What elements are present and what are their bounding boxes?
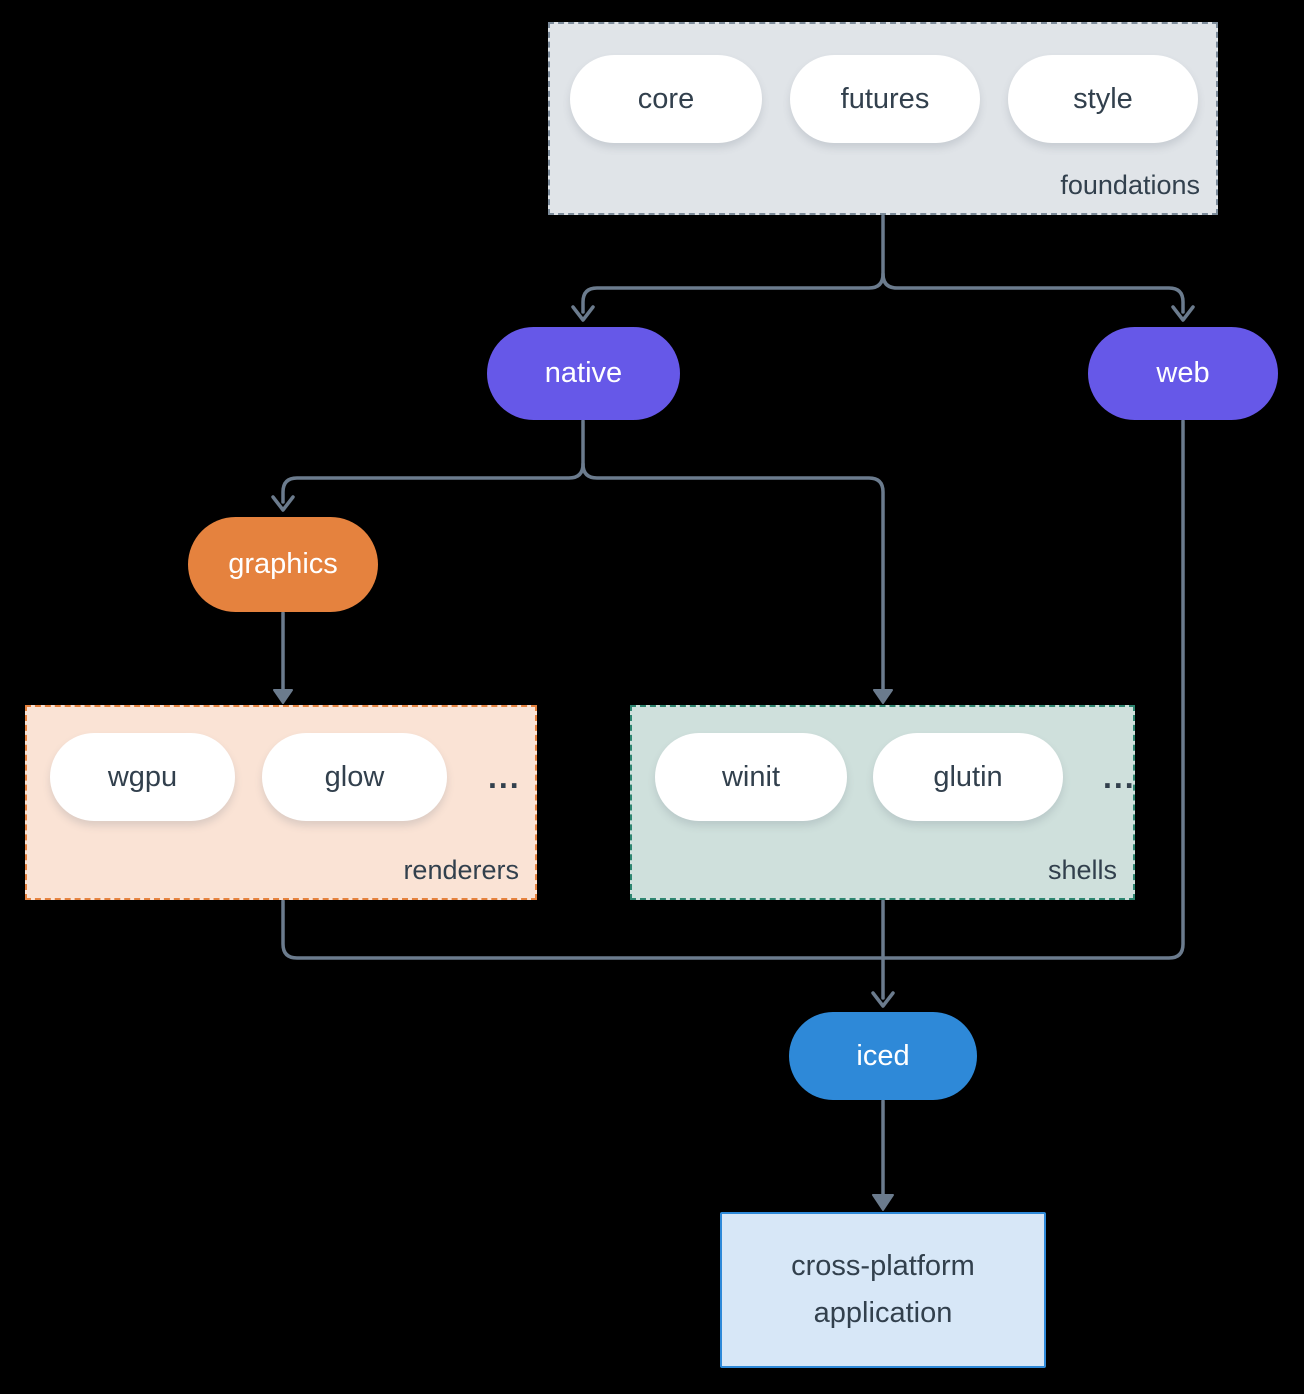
renderers-ellipsis: ...: [488, 758, 521, 795]
node-iced: iced: [789, 1012, 977, 1100]
node-web: web: [1088, 327, 1278, 420]
group-foundations-label: foundations: [1060, 170, 1200, 200]
node-wgpu: wgpu: [50, 733, 235, 821]
group-shells-label: shells: [1047, 855, 1117, 885]
node-style: style: [1008, 55, 1198, 143]
arrowhead-web: [1171, 305, 1195, 322]
group-renderers-label: renderers: [403, 855, 519, 885]
arrowhead-renderers: [273, 689, 293, 704]
group-shells: winit glutin ... shells: [630, 705, 1135, 900]
edge-foundations-web: [881, 272, 1185, 314]
node-core: core: [570, 55, 762, 143]
group-foundations: core futures style foundations: [548, 22, 1218, 215]
node-winit: winit: [655, 733, 847, 821]
group-renderers: wgpu glow ... renderers: [25, 705, 537, 900]
edge-renderers-iced: [281, 899, 883, 960]
edge-native-graphics: [281, 419, 585, 504]
edge-foundations-native: [581, 214, 885, 314]
renderers-pill-row: wgpu glow ...: [50, 733, 521, 821]
arrowhead-iced: [871, 991, 895, 1008]
arrowhead-application: [872, 1194, 894, 1211]
foundations-pill-row: core futures style: [570, 55, 1198, 143]
node-graphics: graphics: [188, 517, 378, 612]
arrowhead-native: [571, 305, 595, 322]
node-native: native: [487, 327, 680, 420]
shells-ellipsis: ...: [1103, 758, 1136, 795]
shells-pill-row: winit glutin ...: [655, 733, 1136, 821]
arrowhead-shells: [873, 689, 893, 704]
edge-native-shells: [581, 462, 885, 693]
node-glutin: glutin: [873, 733, 1063, 821]
application-box: cross-platform application: [720, 1212, 1046, 1368]
arrowhead-graphics: [271, 495, 295, 512]
node-glow: glow: [262, 733, 447, 821]
node-futures: futures: [790, 55, 980, 143]
